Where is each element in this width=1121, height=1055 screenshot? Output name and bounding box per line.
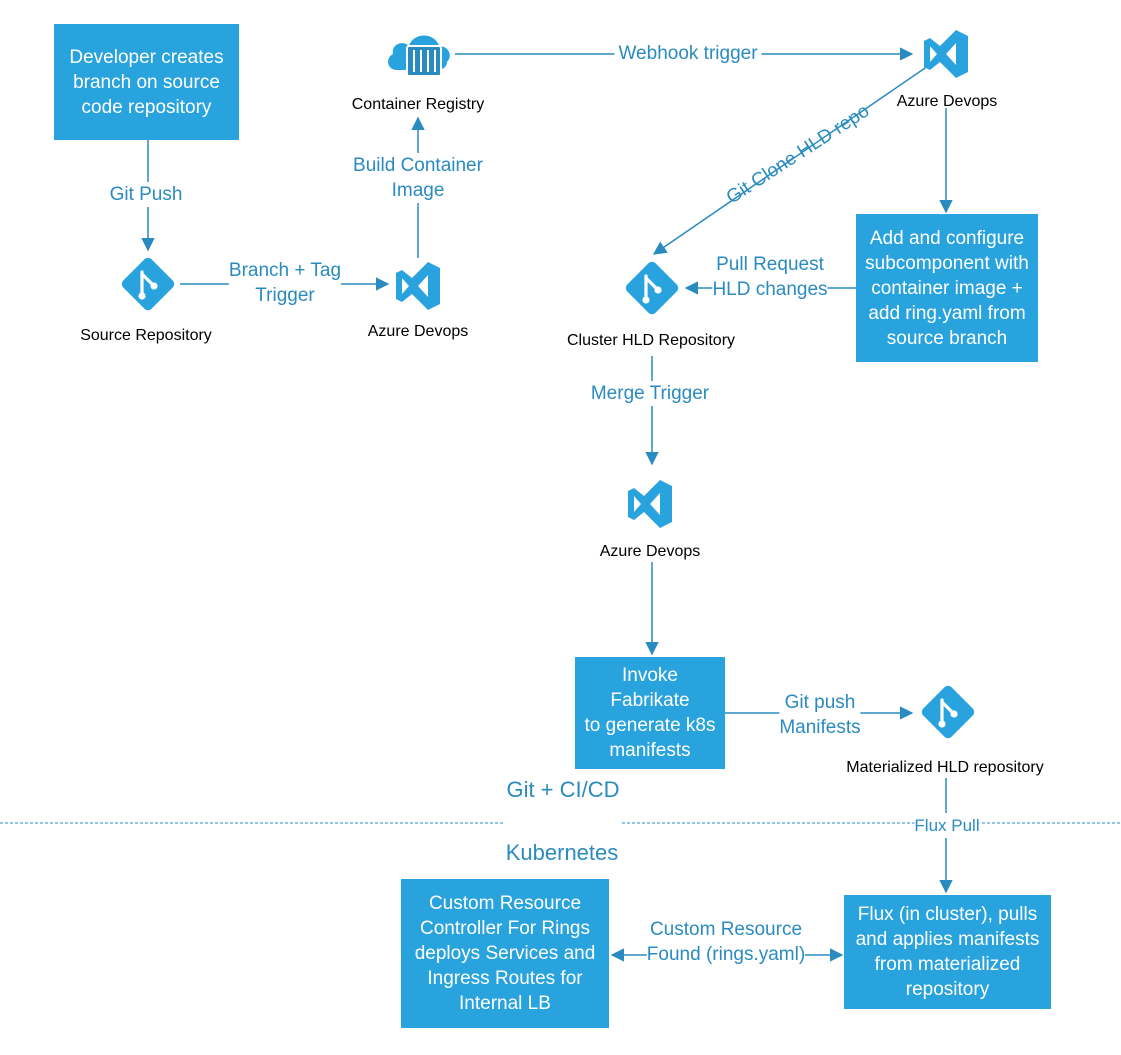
branch-tag-label: Branch + Tag Trigger: [228, 258, 342, 308]
edge-git-clone: [652, 65, 929, 255]
git-push-manifests-label: Git push Manifests: [779, 690, 861, 740]
source-repository-caption: Source Repository: [80, 327, 212, 344]
subcomponent-box[interactable]: Add and configure subcomponent with cont…: [856, 214, 1038, 362]
fabrikate-box[interactable]: Invoke Fabrikate to generate k8s manifes…: [575, 657, 725, 769]
developer-box[interactable]: Developer creates branch on source code …: [54, 24, 239, 140]
git-icon[interactable]: [116, 252, 180, 316]
git-icon[interactable]: [916, 680, 980, 744]
azure-devops-caption: Azure Devops: [599, 543, 701, 560]
cluster-hld-repository-caption: Cluster HLD Repository: [566, 332, 736, 349]
flux-box[interactable]: Flux (in cluster), pulls and applies man…: [844, 895, 1051, 1009]
container-registry-icon[interactable]: [383, 20, 457, 82]
visual-studio-icon[interactable]: [918, 26, 974, 82]
visual-studio-icon[interactable]: [622, 476, 678, 532]
build-image-label: Build Container Image: [353, 153, 483, 203]
webhook-label: Webhook trigger: [614, 41, 762, 66]
visual-studio-icon[interactable]: [390, 258, 446, 314]
section-label-kubernetes: Kubernetes: [505, 840, 619, 865]
container-registry-caption: Container Registry: [351, 96, 485, 113]
pull-request-label: Pull Request HLD changes: [712, 252, 828, 302]
git-push-label: Git Push: [109, 182, 183, 207]
merge-trigger-label: Merge Trigger: [590, 381, 710, 406]
controller-box[interactable]: Custom Resource Controller For Rings dep…: [401, 879, 609, 1028]
azure-devops-caption: Azure Devops: [896, 93, 998, 110]
flux-pull-label: Flux Pull: [914, 813, 980, 838]
custom-resource-label: Custom Resource Found (rings.yaml): [646, 917, 806, 967]
section-label-git-cicd: Git + CI/CD: [506, 777, 620, 802]
git-icon[interactable]: [620, 256, 684, 320]
azure-devops-caption: Azure Devops: [367, 323, 469, 340]
materialized-hld-repository-caption: Materialized HLD repository: [846, 759, 1044, 776]
